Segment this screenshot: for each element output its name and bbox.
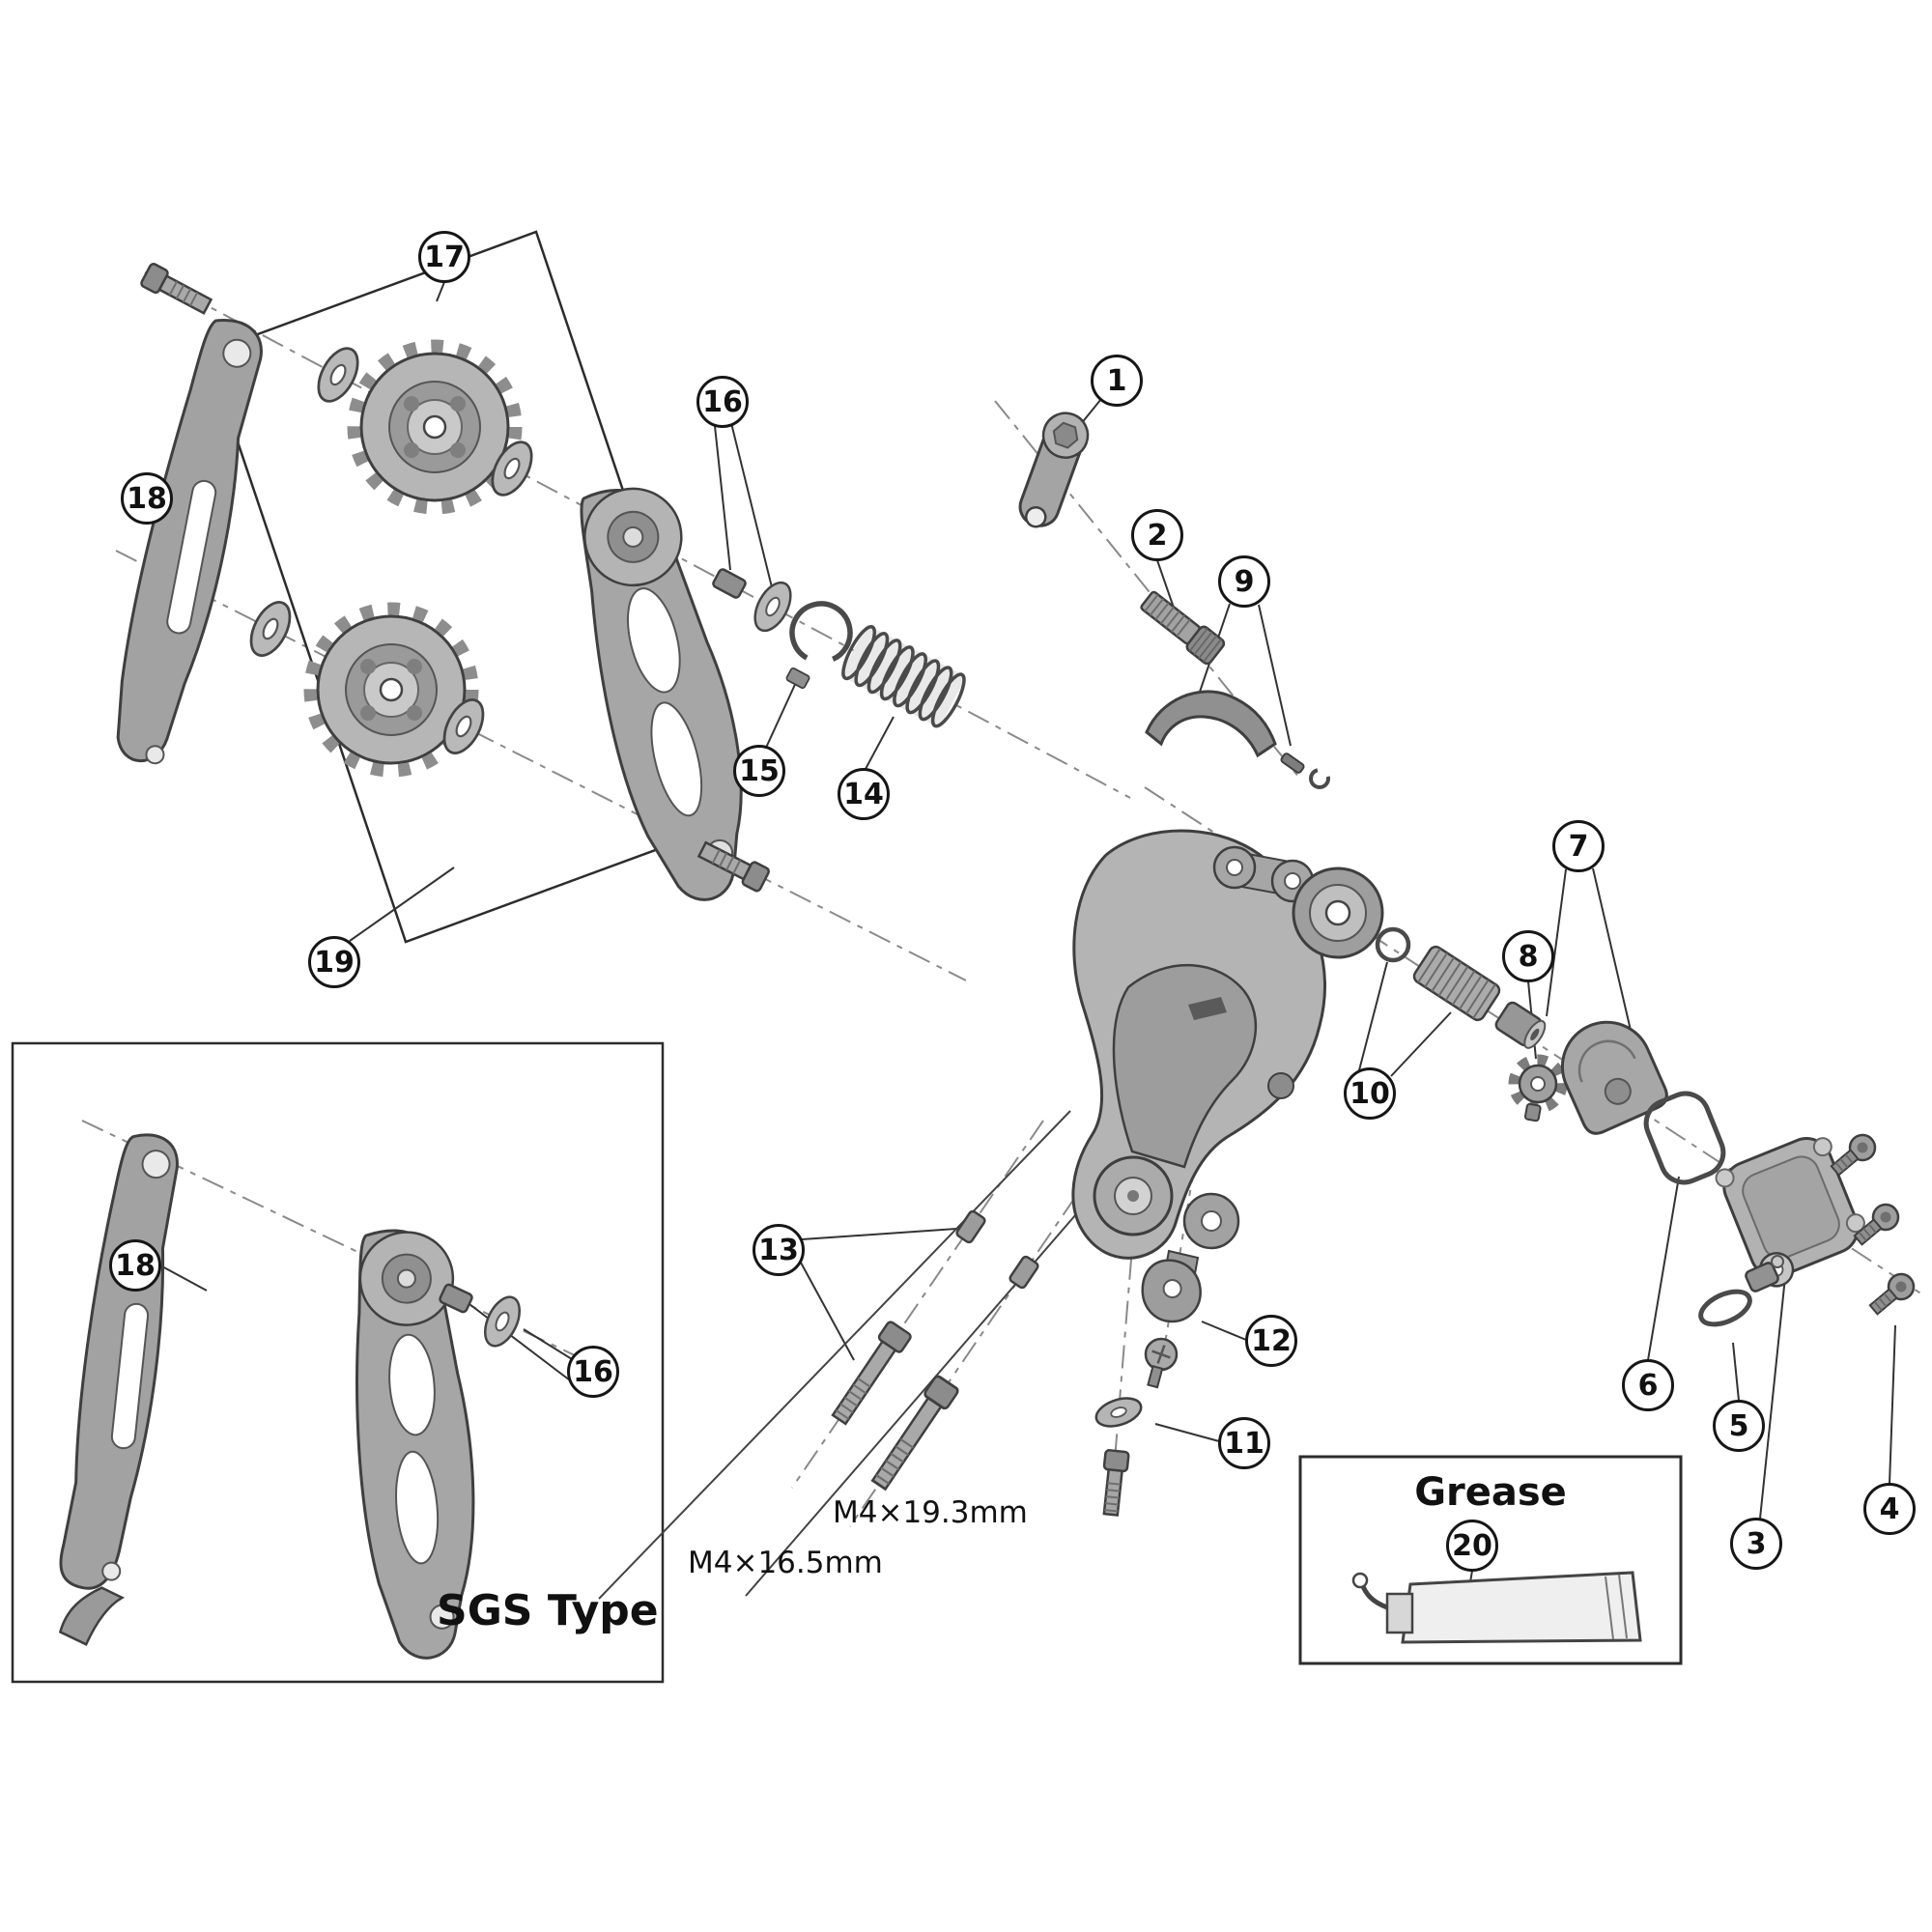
switch-lever-block bbox=[1745, 1262, 1779, 1293]
fixing-washer bbox=[1094, 1397, 1143, 1428]
cage-stopper-pin bbox=[710, 566, 749, 601]
size-pointer-lines bbox=[598, 1110, 1133, 1600]
bracket-axle-link bbox=[1018, 412, 1090, 528]
clutch-lever bbox=[1145, 690, 1277, 758]
o-ring bbox=[1375, 926, 1411, 963]
clutch-barrel bbox=[1412, 945, 1501, 1022]
clutch-cap bbox=[1560, 1020, 1668, 1135]
cage-plate-bolt-upper bbox=[140, 263, 213, 315]
pulley-washer bbox=[309, 340, 367, 410]
case-gasket bbox=[1643, 1091, 1726, 1185]
sgs-type-box bbox=[11, 1041, 665, 1684]
cover-screw bbox=[1864, 1267, 1920, 1321]
grease-label: Grease bbox=[1414, 1470, 1567, 1515]
grease-tube bbox=[1351, 1571, 1642, 1644]
ratchet-wheel bbox=[1508, 1054, 1568, 1122]
cage-plate-bolt-lower bbox=[696, 840, 770, 893]
bolt-size-label-m4x19: M4×19.3mm bbox=[833, 1495, 1028, 1530]
stopper-pin bbox=[784, 667, 811, 690]
lever-pin bbox=[1280, 753, 1305, 774]
cage-spring bbox=[839, 624, 967, 728]
clutch-hub bbox=[1494, 1001, 1547, 1049]
stroke-adjust-plate bbox=[1141, 1259, 1202, 1323]
bolt-m4x19 bbox=[866, 1373, 961, 1494]
bolt-size-label-m4x16: M4×16.5mm bbox=[688, 1546, 883, 1580]
bolt-spacer bbox=[955, 1209, 986, 1244]
plate-screw bbox=[1144, 1337, 1179, 1389]
grease-box bbox=[1298, 1455, 1683, 1665]
switch-lever-ring bbox=[1698, 1289, 1752, 1327]
body-logo-mark bbox=[1188, 997, 1227, 1020]
cable-adjust-bolt bbox=[1140, 590, 1226, 666]
inner-cage-plate-upper bbox=[116, 319, 263, 765]
snap-ring bbox=[789, 601, 853, 665]
sgs-inner-cage-plate bbox=[58, 1133, 179, 1646]
sgs-outer-cage-plate bbox=[355, 1229, 475, 1660]
clutch-cover-case bbox=[1715, 1137, 1865, 1288]
switch-lever-pivot bbox=[1771, 1255, 1784, 1268]
sgs-type-label: SGS Type bbox=[437, 1586, 659, 1635]
outer-cage-plate-upper bbox=[580, 487, 743, 901]
e-clip bbox=[1309, 768, 1330, 789]
pulley-washer bbox=[242, 594, 299, 664]
bolt-spacer bbox=[1009, 1255, 1039, 1290]
fixing-bolt bbox=[1102, 1449, 1130, 1517]
derailleur-body bbox=[1071, 829, 1384, 1281]
